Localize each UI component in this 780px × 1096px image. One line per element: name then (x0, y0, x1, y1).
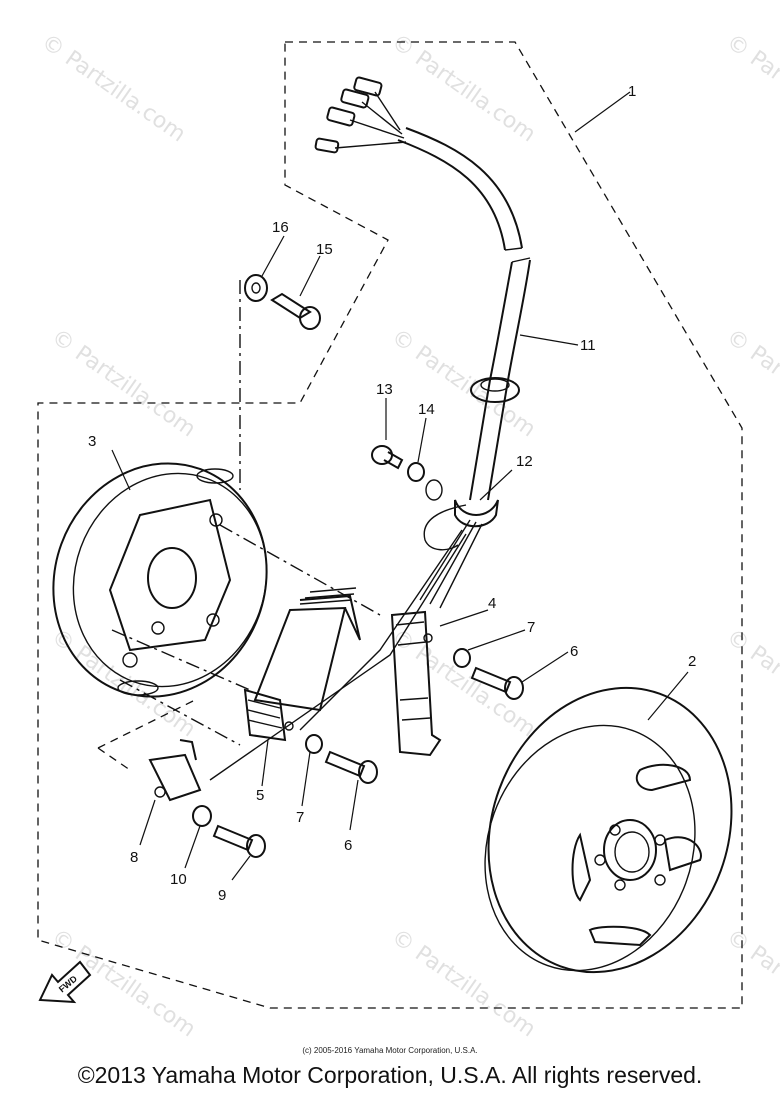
callout-7-upper: 7 (527, 619, 535, 636)
callout-1: 1 (628, 83, 636, 100)
callout-2: 2 (688, 653, 696, 670)
source-coil (390, 610, 442, 757)
watermark: © Partzilla.com (722, 924, 780, 1042)
main-copyright-text: ©2013 Yamaha Motor Corporation, U.S.A. A… (77, 1062, 703, 1088)
callout-6-lower: 6 (344, 837, 352, 854)
watermark: © Partzilla.com (722, 624, 780, 742)
callout-3: 3 (88, 433, 96, 450)
watermark: © Partzilla.com (722, 324, 780, 442)
assembly-boundary (37, 41, 743, 1009)
subgroup-boundary (97, 699, 196, 771)
callout-11: 11 (580, 337, 596, 354)
watermark: © Partzilla.com (387, 624, 540, 742)
callout-10: 10 (170, 871, 187, 888)
watermark: © Partzilla.com (387, 324, 540, 442)
callout-14: 14 (418, 401, 435, 418)
callout-16: 16 (272, 219, 289, 236)
callout-7-lower: 7 (296, 809, 304, 826)
charge-coil (243, 587, 361, 742)
small-copyright-text: (c) 2005-2016 Yamaha Motor Corporation, … (302, 1046, 478, 1055)
alignment-lines (111, 280, 381, 746)
callout-5: 5 (256, 787, 264, 804)
callout-15: 15 (316, 241, 333, 258)
fasteners (192, 274, 524, 858)
fwd-label: FWD (57, 973, 80, 994)
callout-13: 13 (376, 381, 393, 398)
watermark: © Partzilla.com (722, 29, 780, 147)
callout-9: 9 (218, 887, 226, 904)
forward-arrow-icon: FWD (38, 960, 92, 1004)
callout-labels: 1 2 3 4 5 6 6 7 7 8 9 10 11 12 13 14 15 … (88, 83, 696, 904)
watermark-layer: © Partzilla.com © Partzilla.com © Partzi… (37, 29, 780, 1042)
watermark: © Partzilla.com (387, 924, 540, 1042)
watermark: © Partzilla.com (37, 29, 190, 147)
callout-8: 8 (130, 849, 138, 866)
watermark: © Partzilla.com (47, 324, 200, 442)
stator-plate (52, 462, 268, 698)
pulser-coil (148, 739, 202, 802)
callout-6-upper: 6 (570, 643, 578, 660)
lead-wire-assembly (209, 76, 531, 781)
callout-12: 12 (516, 453, 533, 470)
callout-4: 4 (488, 595, 496, 612)
leader-lines (111, 91, 689, 881)
flywheel-rotor (484, 686, 733, 974)
